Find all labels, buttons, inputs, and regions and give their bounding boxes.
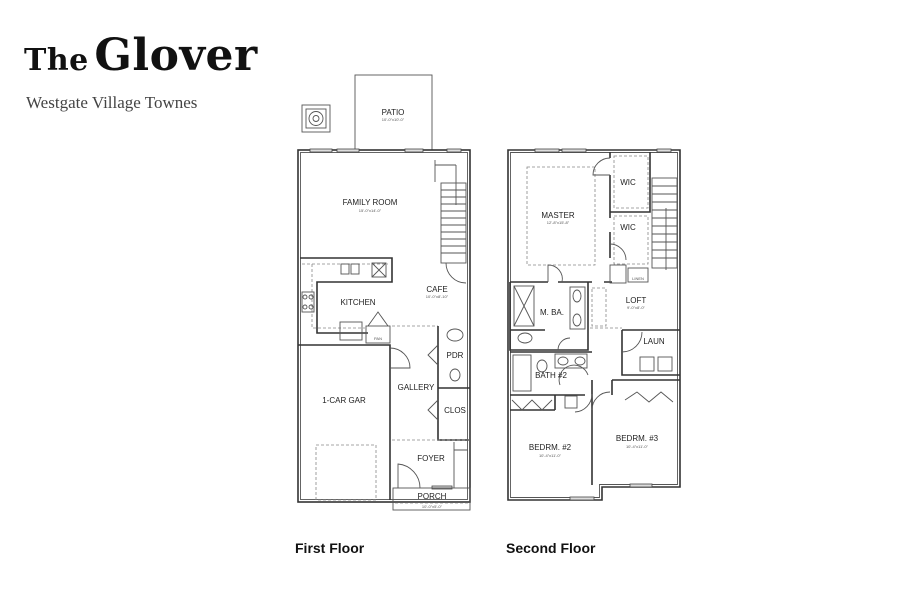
- refrigerator-icon: [339, 321, 363, 341]
- bedroom2-label: BEDRM. #2: [529, 443, 572, 452]
- window: [404, 148, 424, 153]
- title-name: Glover: [94, 30, 258, 81]
- first-floor-outline: [297, 149, 471, 503]
- loft-dims: 9'-0"x8'-0": [627, 305, 646, 310]
- garage-entry-door: [389, 347, 411, 369]
- bath2-label: BATH #2: [535, 371, 567, 380]
- first-floor-label: First Floor: [295, 540, 365, 556]
- dishwasher-icon: [371, 262, 387, 278]
- pdr-label: PDR: [447, 351, 464, 360]
- coat-closet: [453, 442, 468, 488]
- cafe-label: CAFE: [426, 285, 447, 294]
- master-rug-area: [526, 166, 596, 266]
- closet-door: [427, 399, 439, 421]
- pantry: [365, 325, 391, 344]
- linen-closet: [627, 267, 649, 283]
- bedroom2-door: [574, 393, 593, 413]
- stairs: [434, 160, 467, 284]
- community-subtitle: Westgate Village Townes: [26, 93, 198, 112]
- porch: [392, 487, 471, 511]
- toilet-icon: [449, 368, 461, 382]
- second-floor-label: Second Floor: [506, 540, 596, 556]
- wic-door: [609, 243, 627, 261]
- patio-dims: 10'-0"x10'-0": [382, 117, 405, 122]
- toilet-icon: [536, 359, 548, 373]
- window: [446, 148, 462, 153]
- pdr-door: [427, 344, 439, 366]
- cafe-dims: 10'-0"x8'-10": [426, 294, 449, 299]
- loft-label: LOFT: [626, 296, 647, 305]
- patio-label: PATIO: [382, 108, 405, 117]
- toilet-icon: [517, 332, 533, 344]
- title-prefix: The: [24, 43, 89, 78]
- linen-label: LINEN: [632, 276, 644, 281]
- stairs: [651, 177, 678, 270]
- closet-bifold-door: [511, 399, 553, 411]
- master-door: [547, 264, 563, 283]
- bath2-door: [558, 364, 589, 386]
- sink-icon: [350, 263, 360, 275]
- vanity: [569, 286, 586, 330]
- closet-label: CLOS: [444, 406, 466, 415]
- sink-icon: [340, 263, 350, 275]
- window: [309, 148, 333, 153]
- shower-icon: [513, 285, 535, 327]
- bedroom3-door: [591, 391, 611, 411]
- front-door: [397, 463, 421, 489]
- foyer-label: FOYER: [417, 454, 445, 463]
- bedroom3-dims: 10'-4"x11'-0": [626, 444, 649, 449]
- closet-bifold-door: [624, 391, 674, 403]
- dryer-icon: [657, 356, 673, 372]
- hvac-closet: [609, 264, 627, 284]
- garage-door: [315, 444, 377, 501]
- family-room-label: FAMILY ROOM: [343, 198, 398, 207]
- bathtub-icon: [512, 354, 532, 392]
- bedroom3-label: BEDRM. #3: [616, 434, 659, 443]
- master-label: MASTER: [541, 211, 575, 220]
- master-dims: 12'-8"x15'-8": [547, 220, 570, 225]
- second-floor-plan: LINEN MASTER 12'-8"x15'-8" WIC WIC: [507, 148, 681, 501]
- kitchen-counter: [300, 257, 393, 341]
- wic-label: WIC: [620, 223, 636, 232]
- vanity: [554, 353, 588, 369]
- pantry-label: PAN: [374, 336, 382, 341]
- range-icon: [301, 291, 315, 313]
- garage-wall: [298, 344, 391, 500]
- laundry-door: [621, 331, 643, 353]
- linen-closet: [564, 395, 578, 409]
- wic-label: WIC: [620, 178, 636, 187]
- porch-dims: 10'-0"x5'-0": [422, 504, 443, 509]
- kitchen-label: KITCHEN: [340, 298, 375, 307]
- family-room-dims: 15'-0"x14'-0": [359, 208, 382, 213]
- bedroom2-dims: 10'-4"x11'-0": [539, 453, 562, 458]
- gallery-label: GALLERY: [398, 383, 435, 392]
- second-floor-outline: [507, 149, 681, 501]
- window: [336, 148, 360, 153]
- wic-door: [592, 157, 611, 176]
- laundry-label: LAUN: [643, 337, 665, 346]
- garage-label: 1-CAR GAR: [322, 396, 366, 405]
- first-floor-plan: PAN PATIO 10'-0"x10'-0" FAMILY ROOM 15'-…: [297, 74, 471, 511]
- ac-unit-icon: [301, 104, 331, 133]
- washer-icon: [639, 356, 655, 372]
- sink-icon: [446, 328, 464, 342]
- plan-title: The Glover: [24, 30, 258, 81]
- porch-label: PORCH: [418, 492, 447, 501]
- master-bath-label: M. BA.: [540, 308, 564, 317]
